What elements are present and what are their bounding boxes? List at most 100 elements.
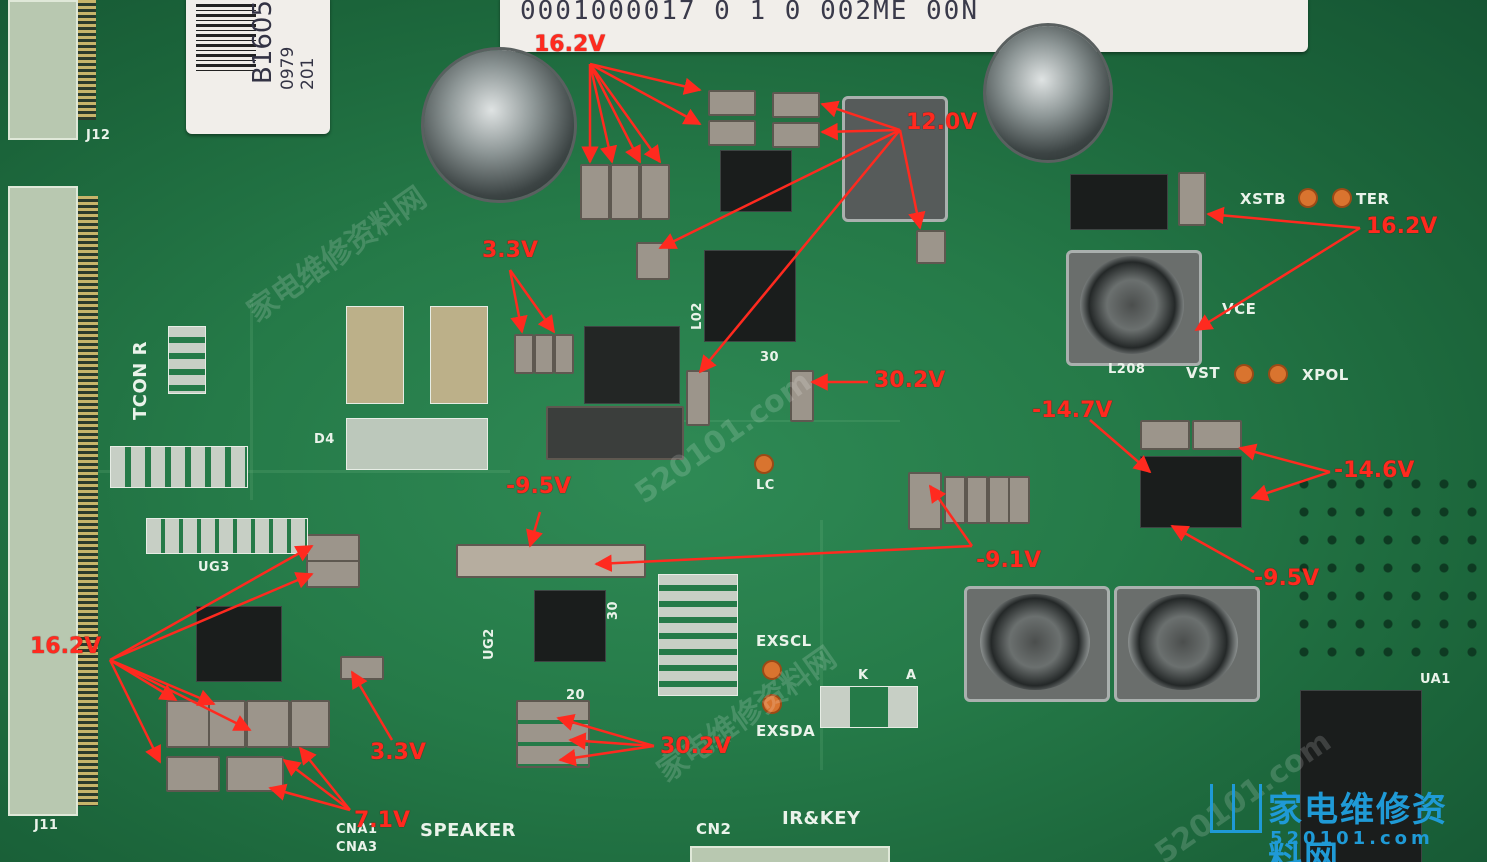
label-ua1: UA1 — [1420, 672, 1451, 687]
label-l208: L208 — [1108, 362, 1146, 377]
logo-name: 家电维修资料网 — [1268, 790, 1448, 862]
voltage-label-16-2v-top: 16.2V — [534, 32, 606, 57]
electrolytic-capacitor-1 — [424, 50, 574, 200]
label-speaker: SPEAKER — [420, 820, 516, 841]
test-point-xstb — [1300, 190, 1316, 206]
smd-chip — [1008, 476, 1030, 524]
label-vst: VST — [1186, 364, 1221, 382]
inductor-1 — [980, 594, 1090, 690]
smd-chip — [246, 700, 290, 748]
ic-main-qfn — [704, 250, 796, 342]
smd-chip — [640, 164, 670, 220]
connector-j12 — [8, 0, 78, 140]
ic-ug2 — [534, 590, 606, 662]
connector-cn2 — [690, 846, 890, 862]
label-xpol: XPOL — [1302, 366, 1349, 384]
test-point-vst — [1236, 366, 1252, 382]
smd-pad-grid — [168, 326, 206, 394]
site-logo: 家电维修资料网 520101.com — [1206, 778, 1482, 862]
voltage-label-16-2v-right: 16.2V — [1366, 214, 1438, 239]
label-xstb: XSTB — [1240, 190, 1287, 208]
diode-pad-lower — [346, 418, 488, 470]
voltage-label-3-3v-bottom: 3.3V — [370, 740, 426, 765]
smd-chip — [514, 334, 534, 374]
electrolytic-capacitor-2 — [986, 26, 1110, 160]
connector-j12-pins — [78, 0, 96, 120]
pcb-trace — [90, 470, 510, 473]
smd-pad-grid — [110, 446, 248, 488]
voltage-label-12-0v: 12.0V — [906, 110, 978, 135]
voltage-label-neg-14-7v: -14.7V — [1032, 398, 1113, 423]
sticker-code: 0001000017 0 1 0 002ME 00N — [520, 0, 979, 26]
ic-square-regulator — [584, 326, 680, 404]
book-icon — [1210, 784, 1262, 833]
label-a: A — [906, 668, 917, 683]
connector-j11-pins — [78, 196, 98, 806]
inductor-l208 — [1080, 256, 1184, 354]
label-sticker-top: 0001000017 0 1 0 002ME 00N — [500, 0, 1308, 52]
label-d4: D4 — [314, 432, 335, 447]
diode-ka-pads — [820, 686, 918, 728]
label-exscl: EXSCL — [756, 632, 812, 650]
test-point-exsda — [764, 696, 780, 712]
smd-chip — [290, 700, 330, 748]
smd-chip — [580, 164, 610, 220]
smd-chip — [306, 560, 360, 588]
voltage-label-30-2v-mid: 30.2V — [874, 368, 946, 393]
ic-transistor-right — [1140, 456, 1242, 528]
ic-ug3 — [196, 606, 282, 682]
voltage-label-30-2v-bottom: 30.2V — [660, 734, 732, 759]
voltage-label-7-1v: 7.1V — [354, 808, 410, 833]
smd-chip — [966, 476, 988, 524]
pcb-trace — [250, 300, 253, 500]
smd-chip — [708, 120, 756, 146]
smd-pad-grid — [658, 574, 738, 696]
smd-chip — [916, 230, 946, 264]
logo-url: 520101.com — [1270, 828, 1434, 849]
smd-chip — [708, 90, 756, 116]
label-j12: J12 — [86, 128, 111, 143]
test-point-exscl — [764, 662, 780, 678]
label-lc: LC — [756, 478, 775, 493]
label-cna3: CNA3 — [336, 840, 378, 855]
smd-chip — [546, 406, 684, 460]
label-cn2: CN2 — [696, 820, 732, 838]
smd-chip — [1192, 420, 1242, 450]
diode-d4-pad-1 — [346, 306, 404, 404]
voltage-label-neg-9-5v-left: -9.5V — [506, 474, 572, 499]
voltage-label-neg-9-1v: -9.1V — [976, 548, 1042, 573]
smd-pad-row — [146, 518, 308, 554]
inductor-2 — [1128, 594, 1238, 690]
diode-d4-pad-2 — [430, 306, 488, 404]
voltage-label-neg-14-6v: -14.6V — [1334, 458, 1415, 483]
smd-chip — [456, 544, 646, 578]
smd-chip — [166, 756, 220, 792]
test-point-xpol — [1270, 366, 1286, 382]
voltage-label-neg-9-5v-right: -9.5V — [1254, 566, 1320, 591]
connector-j11 — [8, 186, 78, 816]
ic-ua1 — [1300, 690, 1422, 862]
label-ter: TER — [1356, 190, 1390, 208]
pcb-trace — [600, 420, 900, 422]
label-vce: VCE — [1222, 300, 1257, 318]
voltage-label-16-2v-left: 16.2V — [30, 634, 102, 659]
smd-chip — [1140, 420, 1190, 450]
smd-chip — [686, 370, 710, 426]
smd-chip — [610, 164, 640, 220]
label-ug3: UG3 — [198, 560, 230, 575]
label-j11: J11 — [34, 818, 59, 833]
smd-chip — [772, 92, 820, 118]
pcb-trace — [820, 520, 823, 770]
barcode — [196, 4, 256, 74]
ic-transistor-top-right — [1070, 174, 1168, 230]
label-k: K — [858, 668, 869, 683]
smd-chip — [534, 334, 554, 374]
via-grid — [1290, 470, 1480, 670]
smd-chip — [554, 334, 574, 374]
barcode-sticker: B1605 0979 201 — [186, 0, 330, 134]
label-30-top: 30 — [760, 350, 780, 365]
label-exsda: EXSDA — [756, 722, 816, 740]
label-ir-key: IR&KEY — [782, 808, 861, 829]
